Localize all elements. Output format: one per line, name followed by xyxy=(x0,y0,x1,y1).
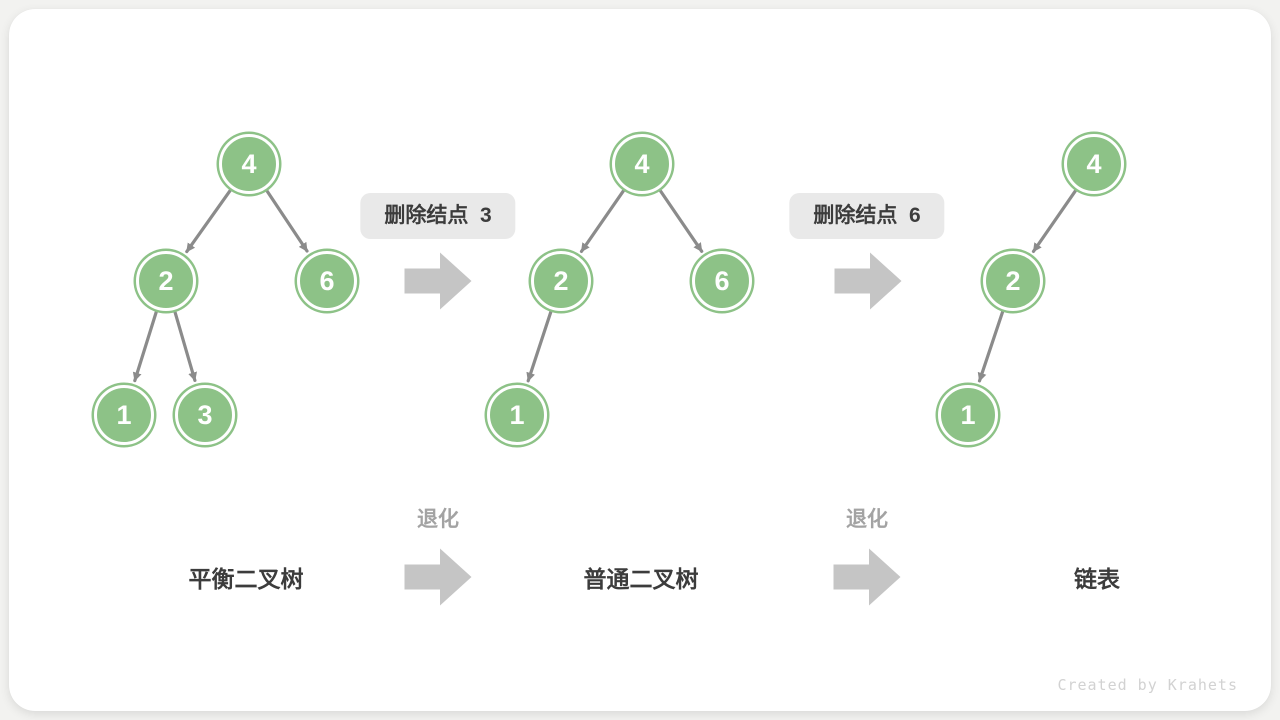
tree-node-6: 6 xyxy=(297,251,357,311)
tree-node-2: 2 xyxy=(983,251,1043,311)
tree-edge-arrow xyxy=(658,188,704,253)
tree-node-4: 4 xyxy=(219,134,279,194)
tree-node-1: 1 xyxy=(94,385,154,445)
tree-node-4: 4 xyxy=(1064,134,1124,194)
degrade-label: 退化 xyxy=(417,508,459,531)
tree-edge-arrow xyxy=(173,310,197,382)
label-linked-list: 链表 xyxy=(1074,566,1120,592)
tree-node-2: 2 xyxy=(531,251,591,311)
tree-node-6: 6 xyxy=(692,251,752,311)
tree-edge-arrow xyxy=(579,188,626,253)
tree-edge-arrow xyxy=(1031,188,1078,253)
tree-node-2: 2 xyxy=(136,251,196,311)
label-ordinary-binary-tree: 普通二叉树 xyxy=(583,566,699,592)
tree-edge-arrow xyxy=(132,309,158,383)
degrade-label: 退化 xyxy=(846,508,888,531)
tree-node-3: 3 xyxy=(175,385,235,445)
diagram-card xyxy=(9,9,1271,711)
tree-edge-arrow xyxy=(526,309,553,383)
delete-node-3-badge: 删除结点 3 xyxy=(360,193,516,239)
tree-edge-arrow xyxy=(977,309,1005,383)
tree-node-1: 1 xyxy=(487,385,547,445)
label-balanced-binary-tree: 平衡二叉树 xyxy=(188,566,304,592)
tree-edge-arrow xyxy=(265,189,309,253)
watermark: Created by Krahets xyxy=(1057,676,1238,694)
tree-node-1: 1 xyxy=(938,385,998,445)
delete-node-6-badge: 删除结点 6 xyxy=(789,193,945,239)
tree-edge-arrow xyxy=(185,188,233,254)
tree-node-4: 4 xyxy=(612,134,672,194)
